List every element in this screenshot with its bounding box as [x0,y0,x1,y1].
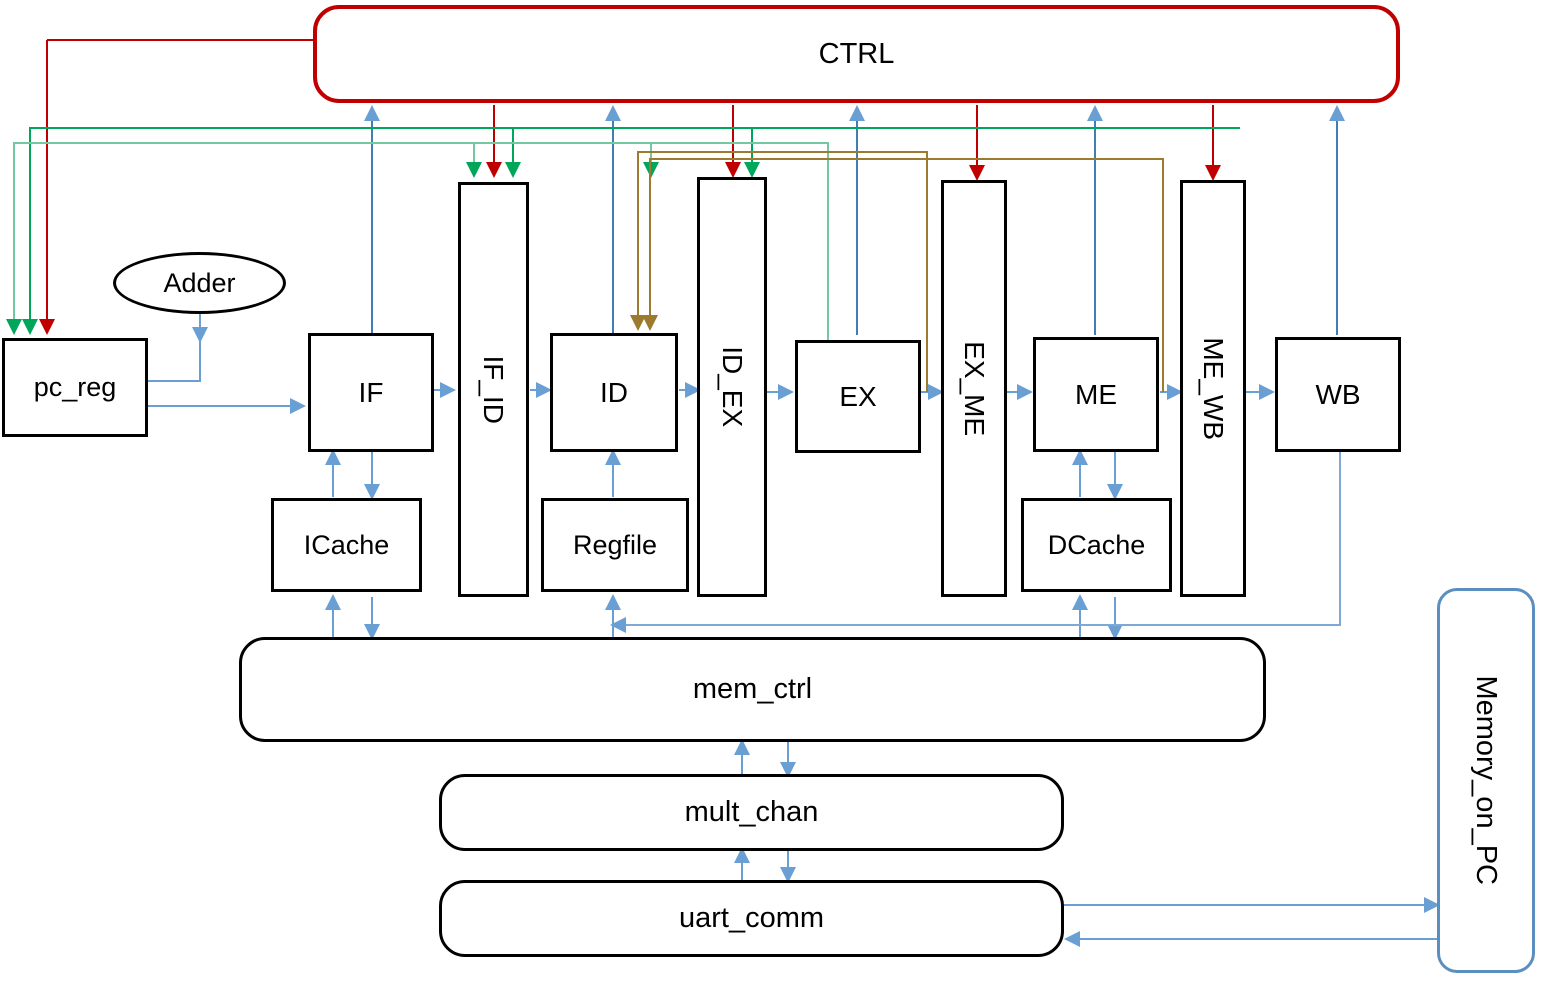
block-id[interactable]: ID [550,333,678,452]
block-adder[interactable]: Adder [113,252,286,314]
block-label-id: ID [600,376,628,408]
block-label-me: ME [1075,378,1117,410]
block-ctrl[interactable]: CTRL [313,5,1400,103]
block-label-mem-ctrl: mem_ctrl [692,673,813,706]
block-label-regfile: Regfile [572,529,658,560]
block-id-ex[interactable]: ID_EX [697,177,767,597]
block-label-wb: WB [1315,378,1361,410]
block-label-pc-reg: pc_reg [33,372,117,403]
block-label-me-wb: ME_WB [1197,337,1229,440]
block-ex[interactable]: EX [795,340,921,453]
block-if[interactable]: IF [308,333,434,452]
block-label-memory-on-pc: Memory_on_PC [1470,675,1503,886]
block-label-ex-me: EX_ME [958,341,990,436]
block-label-ctrl: CTRL [818,37,895,70]
block-if-id[interactable]: IF_ID [458,182,529,597]
block-icache[interactable]: ICache [271,498,422,592]
block-label-ex: EX [839,380,877,412]
block-label-id-ex: ID_EX [716,346,748,428]
block-ex-me[interactable]: EX_ME [941,180,1007,597]
block-label-uart-comm: uart_comm [678,902,825,935]
block-memory-on-pc[interactable]: Memory_on_PC [1437,588,1535,973]
block-mult-chan[interactable]: mult_chan [439,774,1064,851]
block-me[interactable]: ME [1033,337,1159,452]
block-label-mult-chan: mult_chan [684,796,819,829]
block-dcache[interactable]: DCache [1021,498,1172,592]
block-wb[interactable]: WB [1275,337,1401,452]
block-pc-reg[interactable]: pc_reg [2,338,148,437]
block-label-if: IF [358,376,384,408]
block-label-if-id: IF_ID [478,355,510,424]
block-uart-comm[interactable]: uart_comm [439,880,1064,957]
block-label-adder: Adder [163,267,236,298]
block-label-dcache: DCache [1047,529,1146,560]
block-label-icache: ICache [303,529,390,560]
block-me-wb[interactable]: ME_WB [1180,180,1246,597]
block-mem-ctrl[interactable]: mem_ctrl [239,637,1266,742]
block-regfile[interactable]: Regfile [541,498,689,592]
